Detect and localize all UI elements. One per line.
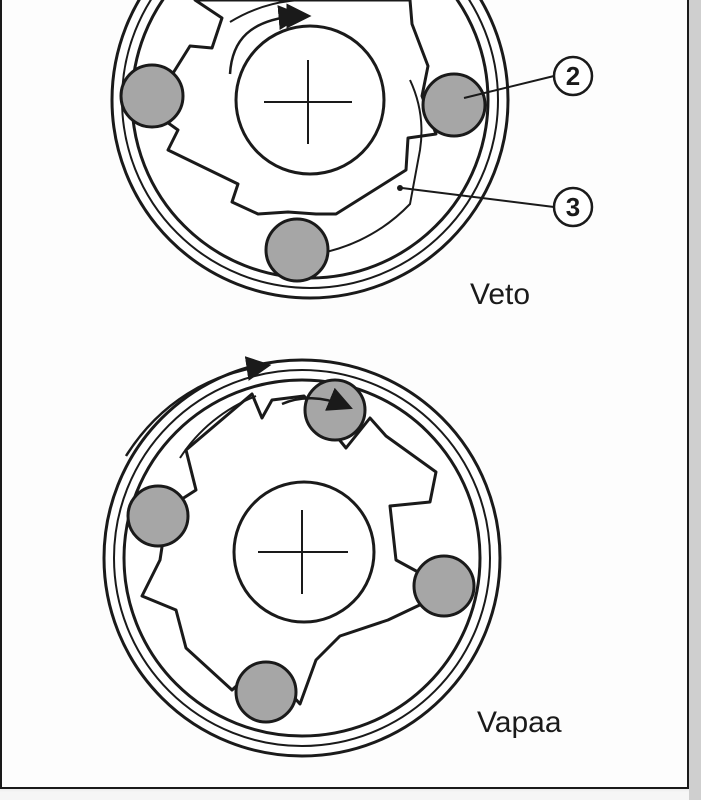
callout-3-number: 3	[565, 192, 581, 222]
roller-top-left	[119, 63, 185, 129]
roller-bottom-left	[126, 484, 190, 548]
roller-top-bottom	[264, 217, 330, 283]
roller-bottom-right	[412, 554, 476, 618]
inner-ring-arc-top	[229, 0, 318, 23]
clutch-top	[110, 0, 510, 300]
state-label-vapaa: Vapaa	[477, 706, 562, 739]
roller-top-right	[421, 72, 487, 138]
rotation-arrow-top	[228, 5, 304, 75]
page-edge	[689, 0, 701, 800]
callout-3-leader	[401, 187, 555, 208]
state-label-veto: Veto	[470, 278, 531, 311]
roller-motion-arrow	[281, 387, 353, 411]
clutch-bottom	[102, 356, 502, 758]
inner-ring-arc-top-right	[299, 79, 423, 257]
inner-ring-arc-bottom	[179, 395, 257, 459]
hub-top	[234, 24, 386, 176]
callout-2-leader	[463, 75, 555, 99]
callout-3-circle	[552, 186, 594, 228]
callout-2-number: 2	[565, 61, 581, 91]
roller-bottom-bottom	[234, 660, 298, 724]
roller-bottom-top	[303, 378, 367, 442]
callout-2-circle	[552, 55, 594, 97]
rotation-arrow-bottom-outer	[124, 356, 272, 457]
